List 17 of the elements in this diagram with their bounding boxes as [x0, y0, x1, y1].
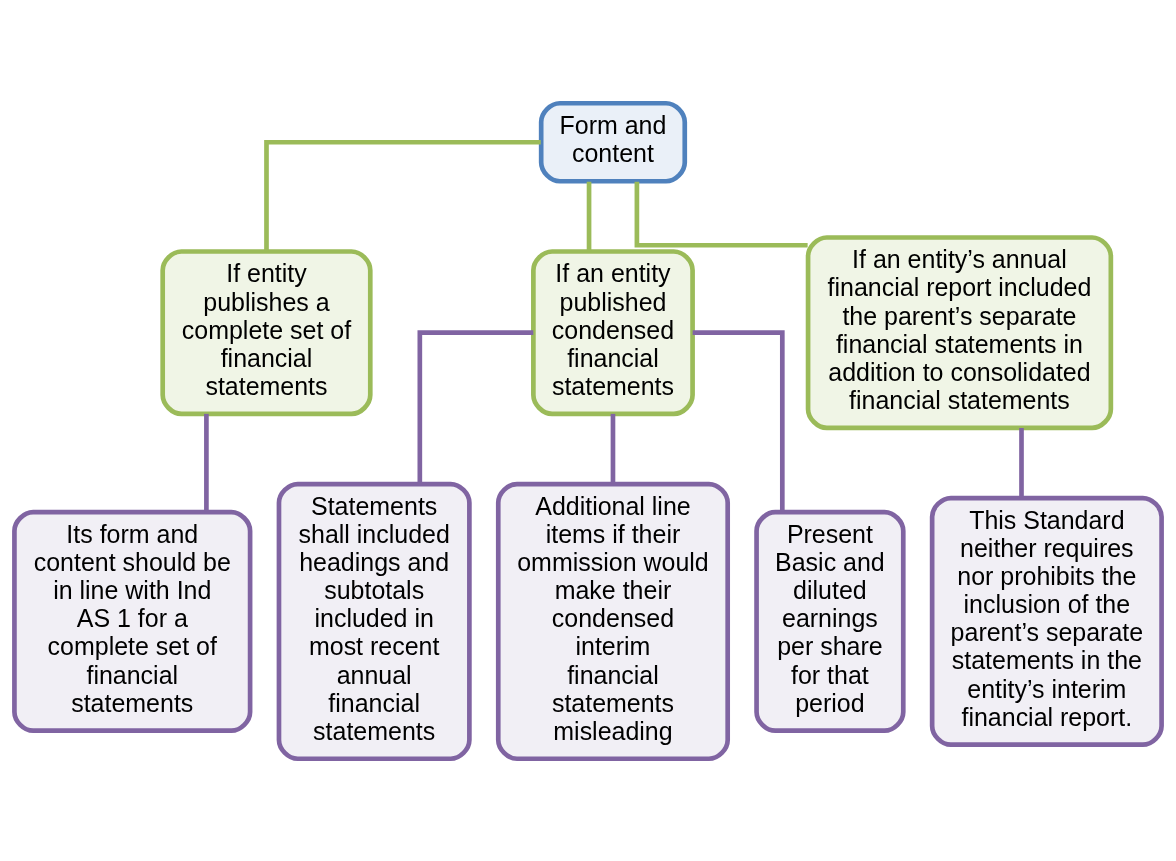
connector [586, 181, 592, 251]
node-box: Its form and content should be in line with Ind AS 1 for a complete set of financial statements [12, 509, 253, 733]
connector [417, 329, 534, 484]
connector [610, 413, 616, 484]
node-box: This Standard neither requires nor prohibits the inclusion of the parent’s separate statements in the entity’s interim financial report. [929, 495, 1164, 747]
node-box: If an entity’s annual financial report included the parent’s separate financial statements in addition to consolidated financial statements [805, 234, 1114, 430]
connector [204, 413, 209, 512]
node-box: If an entity published condensed financial statements [531, 248, 695, 416]
node-box: Form and content [538, 100, 688, 184]
node-box: Statements shall included headings and subtotals included in most recent annual financial statements [276, 481, 472, 761]
connector [1019, 427, 1024, 498]
connector [264, 139, 541, 251]
node-box: Additional line items if their ommission would make their condensed interim financial statements misleading [495, 481, 731, 761]
connector [692, 329, 785, 512]
node-box: If entity publishes a complete set of financial statements [160, 248, 373, 416]
connector [634, 181, 808, 248]
node-box: Present Basic and diluted earnings per share for that period [754, 509, 906, 733]
